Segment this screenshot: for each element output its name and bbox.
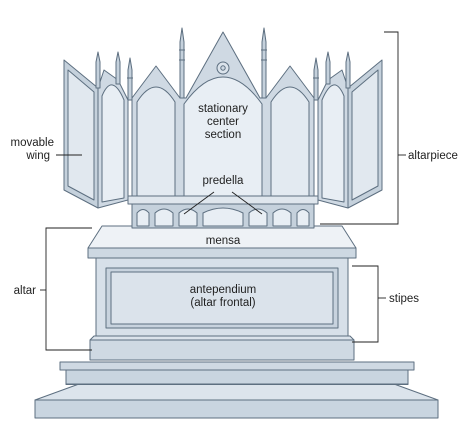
label-mensa: mensa: [206, 235, 241, 247]
label-antependium-line-1: antependium: [190, 284, 257, 296]
label-stationary-center-section: stationary center section: [198, 103, 248, 141]
altarpiece-right-wing: [317, 51, 383, 209]
altarpiece-predella: [127, 195, 319, 229]
label-altarpiece: altarpiece: [408, 150, 458, 162]
label-stationary-line-3: section: [205, 129, 241, 141]
label-stipes: stipes: [389, 293, 419, 305]
altar-mensa: [87, 225, 357, 259]
label-movable-wing: movable wing: [11, 137, 54, 162]
label-movable-wing-line-1: movable: [11, 137, 54, 149]
leader-lines: [40, 31, 406, 351]
label-stationary-line-1: stationary: [198, 103, 248, 115]
altarpiece-center-section: [127, 27, 319, 197]
label-antependium: antependium (altar frontal): [190, 284, 257, 309]
altar-stipes: [89, 257, 355, 361]
label-predella: predella: [203, 175, 245, 187]
label-stationary-line-2: center: [207, 116, 239, 128]
label-antependium-line-2: (altar frontal): [190, 297, 255, 309]
label-movable-wing-line-2: wing: [25, 150, 50, 162]
altar-steps: [34, 361, 439, 419]
label-altar: altar: [14, 285, 37, 297]
altarpiece-left-wing: [63, 51, 129, 209]
